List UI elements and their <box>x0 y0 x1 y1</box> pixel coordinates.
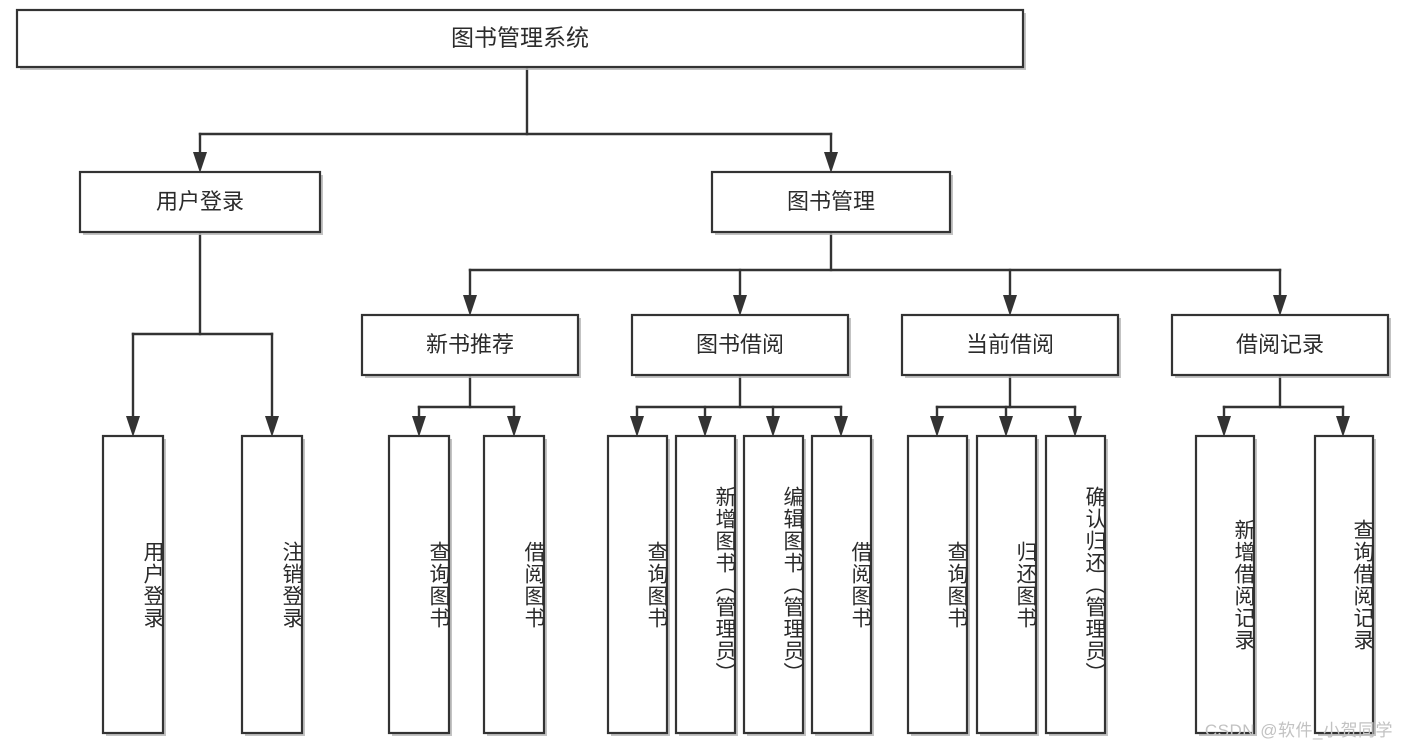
node-box-leaf-edit-book-admin[interactable] <box>742 434 805 735</box>
node-box-leaf-borrow-book-rec[interactable] <box>482 434 546 735</box>
connector-bookborrow-to-leaves <box>630 373 848 437</box>
arrow-head-icon <box>630 416 644 437</box>
arrow-head-icon <box>193 152 207 173</box>
node-box-book-management[interactable] <box>710 170 952 234</box>
arrow-head-icon <box>733 295 747 316</box>
node-box-leaf-query-borrow-record[interactable] <box>1313 434 1375 735</box>
connector-bookmanagement-to-level2 <box>463 230 1287 316</box>
arrow-head-icon <box>412 416 426 437</box>
node-box-leaf-query-book-current[interactable] <box>906 434 969 735</box>
node-box-root[interactable] <box>15 8 1025 69</box>
arrow-head-icon <box>930 416 944 437</box>
node-box-leaf-add-borrow-record[interactable] <box>1194 434 1256 735</box>
node-box-borrow-records[interactable] <box>1170 313 1390 377</box>
node-box-new-book-recommend[interactable] <box>360 313 580 377</box>
arrow-head-icon <box>834 416 848 437</box>
node-label-current-borrow: 当前借阅 <box>966 332 1054 357</box>
arrow-head-icon <box>1217 416 1231 437</box>
node-box-book-borrow[interactable] <box>630 313 850 377</box>
arrow-head-icon <box>126 416 140 437</box>
arrow-head-icon <box>1273 295 1287 316</box>
node-label-new-book-recommend: 新书推荐 <box>426 332 514 357</box>
node-label-book-borrow: 图书借阅 <box>696 332 784 357</box>
node-label-root: 图书管理系统 <box>451 25 589 51</box>
node-box-leaf-user-login[interactable] <box>101 434 165 735</box>
node-label-borrow-records: 借阅记录 <box>1236 332 1324 357</box>
arrow-head-icon <box>1003 295 1017 316</box>
node-box-leaf-logout[interactable] <box>240 434 304 735</box>
connector-root-to-level1 <box>193 65 838 173</box>
node-label-user-login: 用户登录 <box>156 189 244 214</box>
arrow-head-icon <box>1068 416 1082 437</box>
node-box-leaf-borrow-book[interactable] <box>810 434 873 735</box>
arrow-head-icon <box>463 295 477 316</box>
node-box-layer <box>15 8 1391 736</box>
csdn-watermark: CSDN @软件_小贺同学 <box>1204 721 1393 740</box>
node-box-leaf-return-book[interactable] <box>975 434 1038 735</box>
connector-currentborrow-to-leaves <box>930 373 1082 437</box>
connector-layer <box>126 65 1350 437</box>
node-box-leaf-add-book-admin[interactable] <box>674 434 737 735</box>
connector-newbook-to-leaves <box>412 373 521 437</box>
node-box-leaf-confirm-return-admin[interactable] <box>1044 434 1107 735</box>
arrow-head-icon <box>766 416 780 437</box>
arrow-head-icon <box>999 416 1013 437</box>
connector-borrowrecords-to-leaves <box>1217 373 1350 437</box>
node-box-leaf-query-book-rec[interactable] <box>387 434 451 735</box>
arrow-head-icon <box>265 416 279 437</box>
node-box-current-borrow[interactable] <box>900 313 1120 377</box>
connector-userlogin-to-leaves <box>126 230 279 437</box>
node-label-book-management: 图书管理 <box>787 189 875 214</box>
node-box-user-login[interactable] <box>78 170 322 234</box>
arrow-head-icon <box>698 416 712 437</box>
arrow-head-icon <box>507 416 521 437</box>
node-box-leaf-query-book-borrow[interactable] <box>606 434 669 735</box>
arrow-head-icon <box>1336 416 1350 437</box>
arrow-head-icon <box>824 152 838 173</box>
